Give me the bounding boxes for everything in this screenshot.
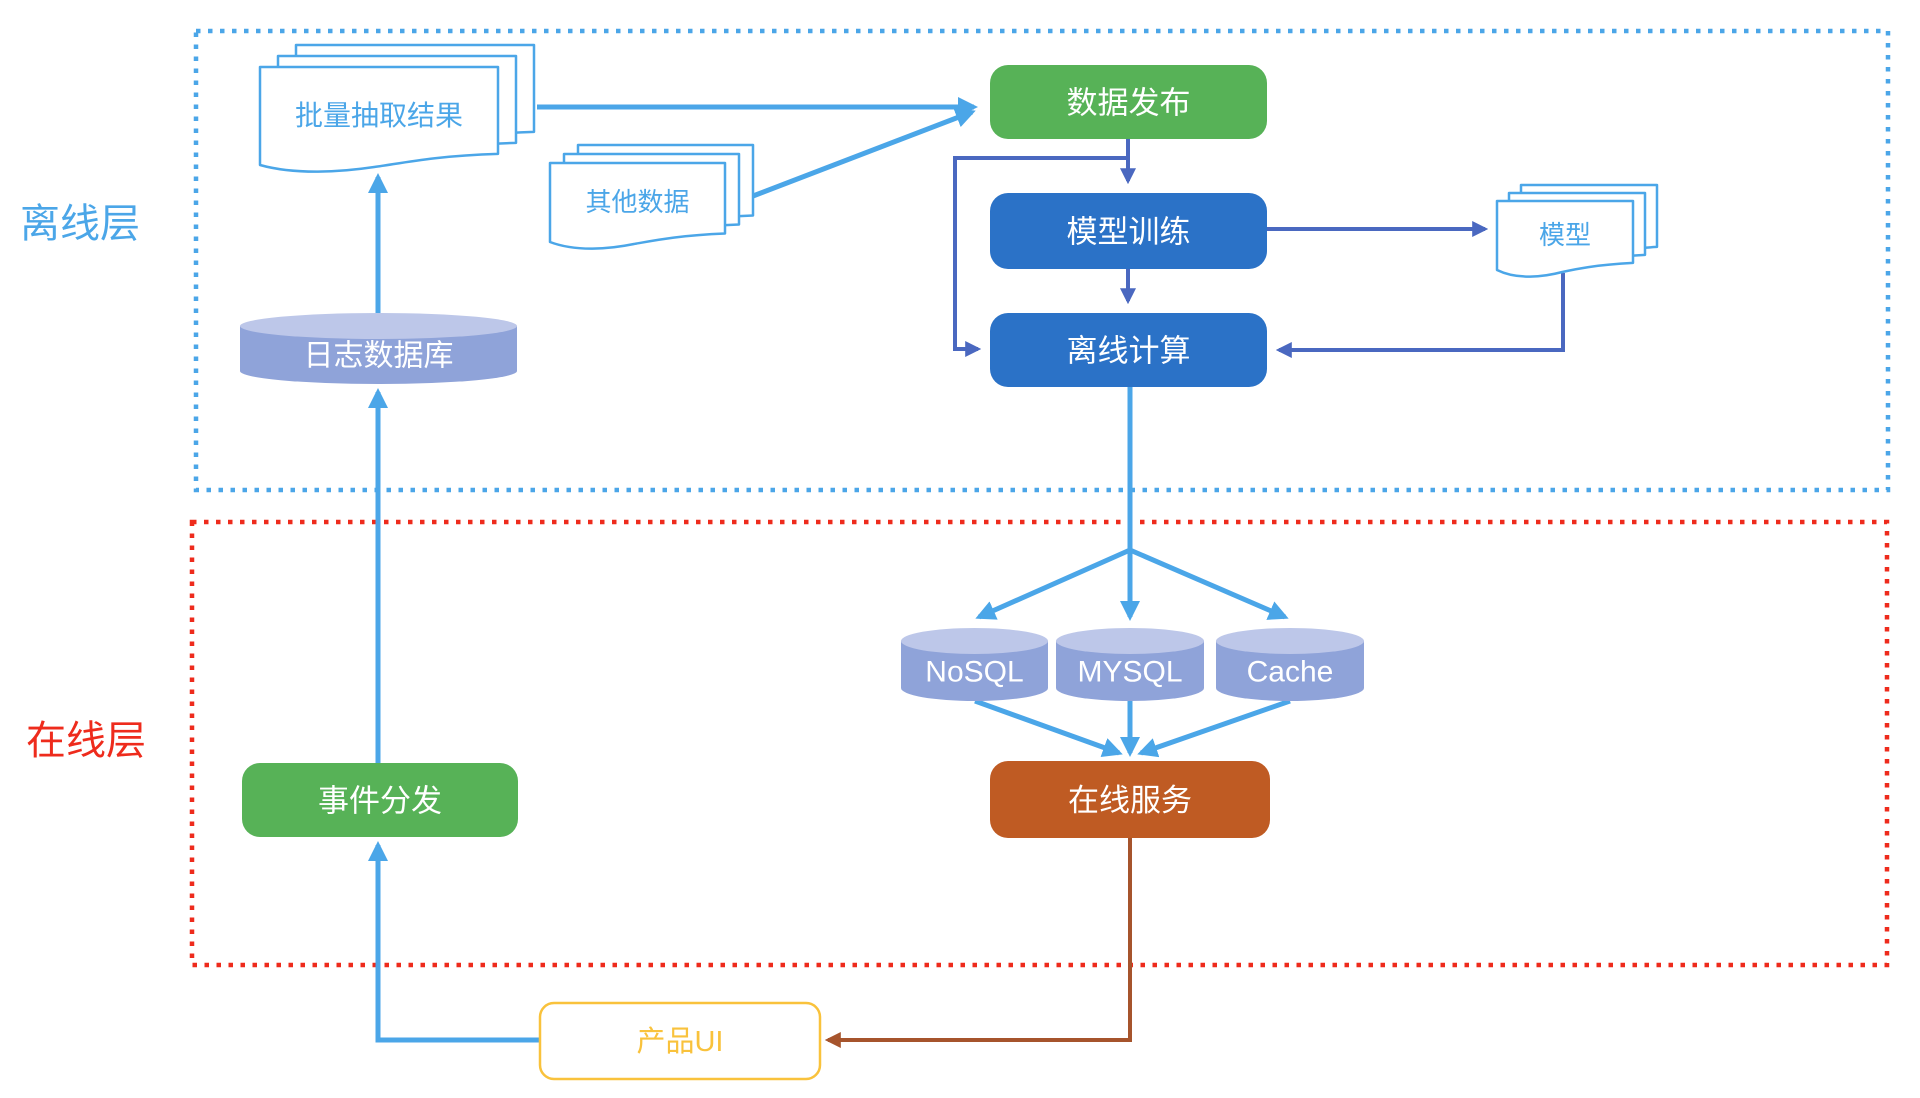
edge-service-to-product: [824, 838, 1132, 1048]
cache-db-top: [1216, 628, 1364, 654]
model-training-box: [990, 193, 1267, 269]
data-publish-box: [990, 65, 1267, 139]
node-batch-results: 批量抽取结果: [258, 43, 536, 173]
node-offline-compute: 离线计算: [990, 313, 1267, 387]
batch-results-page: [258, 65, 500, 173]
offline-layer-label: 离线层: [20, 202, 140, 246]
online-service-label: 在线服务: [1068, 783, 1192, 818]
node-other-data: 其他数据: [548, 143, 755, 250]
product-ui-box: [538, 1001, 822, 1081]
cache-db-label: Cache: [1247, 656, 1334, 689]
edge-branch-to-cache: [1129, 547, 1289, 620]
edge-other-to-publish: [752, 108, 976, 199]
data-publish-label: 数据发布: [1067, 86, 1191, 121]
node-online-service: 在线服务: [990, 761, 1270, 838]
mysql-db-top: [1056, 628, 1204, 654]
node-product-ui: 产品UI: [538, 1001, 822, 1081]
edge-nosql-to-service: [974, 698, 1123, 757]
other-data-page: [548, 161, 727, 250]
event-dispatch-label: 事件分发: [318, 784, 442, 819]
edge-publish-to-compute: [953, 156, 1128, 357]
node-mysql-db: MYSQL: [1056, 628, 1204, 701]
node-log-db: 日志数据库: [240, 313, 517, 384]
nosql-db-label: NoSQL: [925, 656, 1023, 689]
nosql-db-top: [901, 628, 1048, 654]
model-training-label: 模型训练: [1067, 215, 1191, 250]
mysql-db-label: MYSQL: [1077, 656, 1182, 689]
log-db-label: 日志数据库: [304, 340, 454, 373]
online-layer-label: 在线层: [26, 719, 146, 763]
offline-layer: 离线层: [20, 28, 1891, 493]
mysql-db-body: [1056, 641, 1204, 701]
offline-compute-box: [990, 313, 1267, 387]
node-model-training: 模型训练: [990, 193, 1267, 269]
node-event-dispatch: 事件分发: [242, 763, 518, 837]
offline-compute-label: 离线计算: [1067, 334, 1191, 369]
nosql-db-body: [901, 641, 1048, 702]
node-data-publish: 数据发布: [990, 65, 1267, 139]
batch-results-label: 批量抽取结果: [295, 100, 463, 131]
edge-branch-to-nosql: [975, 547, 1132, 620]
log-db-body: [240, 326, 517, 384]
node-cache-db: Cache: [1216, 628, 1364, 701]
node-model-docs: 模型: [1495, 183, 1659, 278]
edge-model-to-compute: [1275, 273, 1565, 358]
cache-db-body: [1216, 641, 1364, 701]
product-ui-label: 产品UI: [636, 1025, 723, 1058]
online-layer: 在线层: [26, 519, 1890, 968]
event-dispatch-box: [242, 763, 518, 837]
node-nosql-db: NoSQL: [901, 628, 1048, 702]
model-docs-page: [1495, 199, 1635, 278]
other-data-label: 其他数据: [585, 187, 689, 217]
offline-layer-border: [193, 28, 1891, 493]
model-docs-label: 模型: [1539, 220, 1591, 250]
log-db-top: [240, 313, 517, 339]
online-service-box: [990, 761, 1270, 838]
edge-cache-to-service: [1137, 698, 1291, 758]
edge-product-to-dispatch: [368, 841, 540, 1043]
